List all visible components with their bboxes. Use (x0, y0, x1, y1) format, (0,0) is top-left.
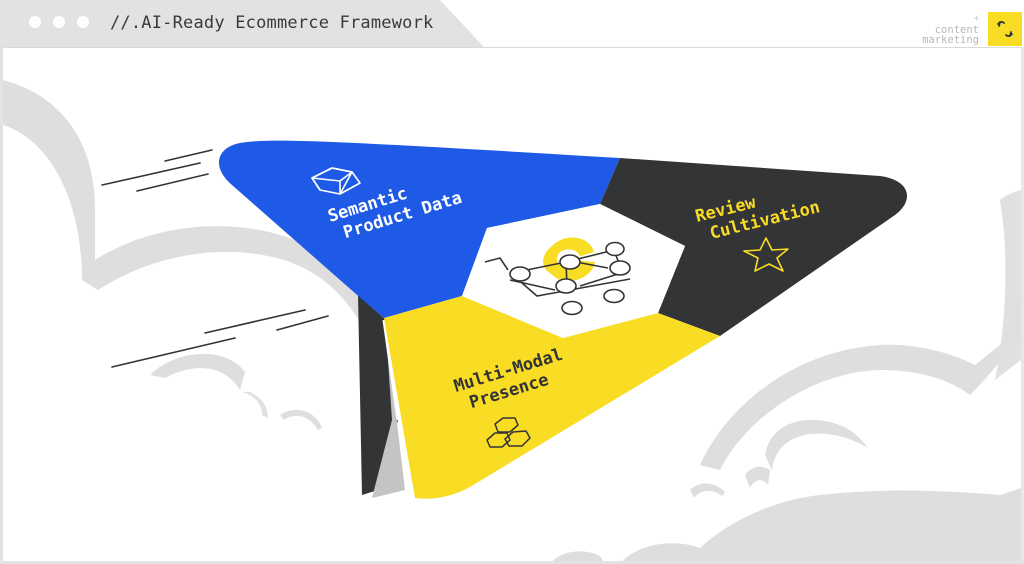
title-tab-background (0, 0, 484, 47)
window-controls (29, 16, 89, 28)
frame-bottom-border (0, 561, 1024, 564)
brand-plus: + (973, 14, 979, 24)
segment-review-cultivation (600, 158, 907, 336)
star-icon (743, 237, 789, 272)
page-title: //.AI-Ready Ecommerce Framework (110, 13, 434, 33)
speed-lines (101, 149, 329, 368)
window-dot[interactable] (77, 16, 89, 28)
brand-logo (988, 12, 1022, 46)
title-bar: //.AI-Ready Ecommerce Framework + conten… (0, 0, 1024, 47)
quote-marks-icon (997, 21, 1013, 37)
window-dot[interactable] (53, 16, 65, 28)
frame-left-border (0, 47, 3, 564)
hexagon-cluster-icon (486, 417, 531, 448)
cube-icon (311, 167, 361, 195)
title-divider (0, 47, 1024, 48)
brand-line1: content (934, 24, 979, 36)
segment-semantic-product-data (218, 140, 620, 318)
segment-multi-modal-presence (384, 296, 720, 499)
brand-line2: marketing (922, 34, 979, 46)
frame-right-border (1021, 47, 1024, 564)
ecommerce-cart-network-icon (484, 237, 631, 316)
brand-text: + content marketing (922, 14, 979, 45)
cloud-shapes (3, 80, 1021, 564)
window-dot[interactable] (29, 16, 41, 28)
plane-keel (358, 295, 405, 498)
